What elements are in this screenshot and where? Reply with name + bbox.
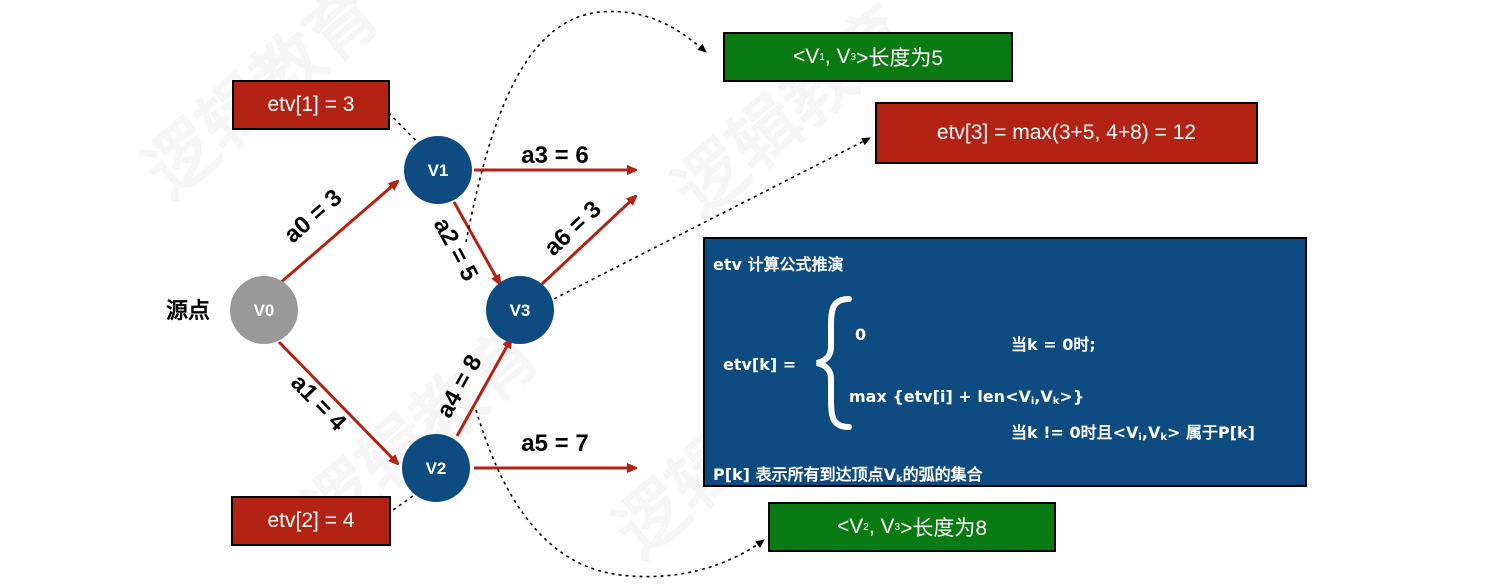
formula-case2-part-a: max {etv[i] + len<V	[849, 387, 1031, 406]
edge-label-a1: a1 = 4	[285, 369, 352, 437]
connector-v2v3-length	[475, 409, 765, 578]
node-v2-circle	[402, 434, 470, 502]
edge-a4	[455, 339, 511, 437]
formula-case1-condition: 当k = 0时;	[1011, 335, 1096, 354]
formula-case2-sub-k: k	[1052, 396, 1060, 407]
v1-v3-close: >长度为5	[856, 47, 944, 70]
source-label: 源点	[166, 298, 210, 324]
edge-a1	[277, 340, 398, 464]
node-v1-label: V1	[428, 161, 449, 180]
v1-v3-open: <V	[792, 45, 820, 68]
etv3-box: etv[3] = max(3+5, 4+8) = 12	[875, 102, 1258, 164]
formula-case2-cond-sub-i: i	[1138, 432, 1142, 443]
formula-case2-cond-part-c: > 属于P[k]	[1166, 423, 1255, 442]
v2-v3-mid: , V	[868, 515, 895, 538]
node-v0: V0	[230, 276, 298, 344]
v1-v3-sub1: 1	[819, 51, 825, 63]
formula-case2-cond-part-b: ,V	[1141, 423, 1161, 442]
etv2-box: etv[2] = 4	[231, 496, 391, 546]
v2-v3-sub2: 3	[894, 521, 901, 533]
node-v0-circle	[230, 276, 298, 344]
node-v3-circle	[486, 276, 554, 344]
connector-etv3	[547, 137, 871, 303]
formula-footer: P[k] 表示所有到达顶点Vk的弧的集合	[713, 461, 983, 485]
node-v2: V2	[402, 434, 470, 502]
formula-case2-expression: max {etv[i] + len<Vi,Vk>}	[849, 387, 1084, 407]
formula-footer-part-a: P[k] 表示所有到达顶点V	[713, 465, 896, 484]
formula-lhs: etv[k] =	[723, 355, 797, 374]
node-v2-label: V2	[426, 459, 447, 478]
v2-v3-sub1: 2	[863, 521, 869, 533]
node-v3-label: V3	[510, 301, 531, 320]
formula-case2-sub-i: i	[1030, 396, 1035, 407]
node-v0-label: V0	[254, 301, 275, 320]
edge-a0	[278, 181, 398, 286]
edge-label-a2: a2 = 5	[428, 213, 483, 285]
formula-case2-part-b: ,V	[1034, 387, 1053, 406]
edge-label-a6: a6 = 3	[539, 196, 607, 262]
edge-a6	[540, 196, 636, 286]
formula-footer-part-b: 的弧的集合	[902, 465, 983, 484]
node-v3: V3	[486, 276, 554, 344]
etv1-box: etv[1] = 3	[232, 80, 390, 130]
v2-v3-open: <V	[836, 515, 864, 538]
v1-v3-sub2: 3	[850, 51, 857, 63]
v1-v3-mid: , V	[824, 45, 851, 68]
formula-case2-part-c: >}	[1059, 387, 1085, 406]
edge-label-a0: a0 = 3	[279, 184, 348, 249]
node-v1-circle	[404, 136, 472, 204]
curly-brace-icon	[816, 296, 852, 430]
formula-footer-sub-k: k	[895, 474, 903, 485]
formula-case2-cond-part-a: 当k != 0时且<V	[1011, 423, 1139, 442]
formula-title: etv 计算公式推演	[713, 255, 844, 274]
node-v1: V1	[404, 136, 472, 204]
formula-case1-value: 0	[855, 325, 867, 344]
edge-a2	[452, 201, 500, 284]
v2-v3-close: >长度为8	[900, 517, 988, 540]
edge-label-a3: a3 = 6	[521, 142, 588, 169]
formula-panel: etv 计算公式推演 etv[k] = 0 当k = 0时; max {etv[…	[703, 237, 1307, 487]
formula-case2-condition: 当k != 0时且<Vi,Vk> 属于P[k]	[1011, 419, 1255, 443]
edge-label-a5: a5 = 7	[521, 430, 588, 457]
edges	[277, 170, 636, 468]
connector-v1v3-length	[465, 10, 707, 243]
formula-case2-cond-sub-k: k	[1160, 432, 1167, 443]
